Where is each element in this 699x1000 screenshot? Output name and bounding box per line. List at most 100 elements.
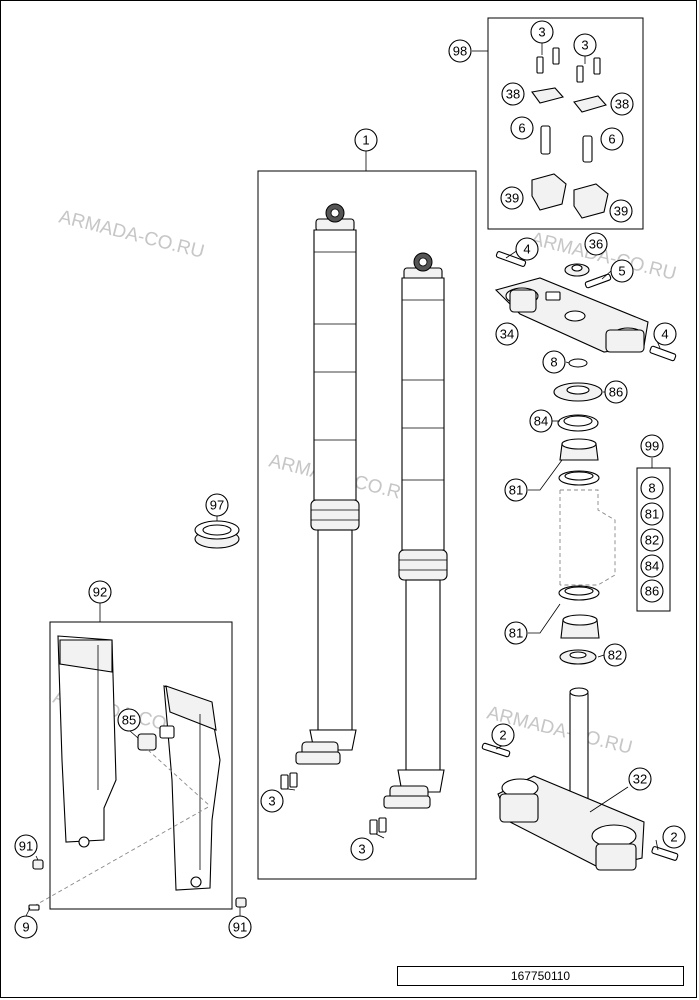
svg-text:84: 84 (534, 414, 548, 429)
callout-3-fork-left: 3 (260, 789, 284, 813)
lower-triple-clamp (497, 687, 645, 871)
group-box-fork-guards (49, 621, 233, 910)
bolt-2-right (651, 846, 679, 861)
fork-leg-left (295, 203, 360, 765)
callout-98: 98 (448, 39, 472, 63)
bearing-81-upper (558, 438, 600, 486)
bearing-81-lower (558, 585, 600, 639)
fork-leg-right (383, 252, 448, 809)
svg-text:3: 3 (268, 794, 275, 809)
svg-text:84: 84 (645, 559, 659, 574)
kit-item-84: 84 (640, 554, 664, 578)
screw-9 (28, 904, 40, 911)
callout-38-a: 38 (501, 82, 525, 106)
svg-text:81: 81 (645, 507, 659, 522)
brake-line-clip-85 (137, 725, 175, 751)
callout-3-clamp-a: 3 (530, 20, 554, 44)
group-box-bearing-kit (636, 467, 671, 612)
svg-text:5: 5 (618, 264, 625, 279)
callout-86: 86 (604, 380, 628, 404)
callout-38-b: 38 (610, 92, 634, 116)
bolt-4-upper (495, 251, 527, 267)
leader-lines (25, 43, 661, 917)
svg-text:98: 98 (453, 44, 467, 59)
callout-4-lower: 4 (653, 322, 677, 346)
handlebar-clamp-parts (531, 47, 609, 219)
svg-text:4: 4 (523, 242, 530, 257)
svg-text:82: 82 (608, 648, 622, 663)
callout-8: 8 (542, 350, 566, 374)
screw-91-left (32, 859, 44, 870)
callout-2-right: 2 (662, 825, 686, 849)
kit-item-82: 82 (640, 528, 664, 552)
screw-91-right (235, 897, 247, 908)
svg-text:34: 34 (500, 327, 514, 342)
svg-text:8: 8 (648, 481, 655, 496)
svg-text:1: 1 (362, 133, 369, 148)
svg-text:4: 4 (661, 327, 668, 342)
bolt-5 (584, 273, 612, 289)
callout-3-fork-right: 3 (350, 837, 374, 861)
bolt-2-left (481, 742, 511, 758)
svg-text:85: 85 (122, 713, 136, 728)
guide-dashed-lines (33, 749, 211, 907)
callout-97: 97 (205, 493, 229, 517)
svg-text:91: 91 (233, 920, 247, 935)
document-number-box: 167750110 (397, 966, 684, 986)
o-ring-8 (568, 358, 588, 368)
callout-5: 5 (610, 259, 634, 283)
document-number: 167750110 (510, 969, 571, 983)
callout-34: 34 (495, 322, 519, 346)
svg-text:39: 39 (505, 191, 519, 206)
callout-81-upper: 81 (504, 478, 528, 502)
steering-head-ghost (559, 489, 616, 586)
callout-32: 32 (628, 767, 652, 791)
svg-text:97: 97 (210, 498, 224, 513)
callout-81-lower: 81 (504, 621, 528, 645)
callout-1: 1 (354, 128, 378, 152)
axle-clamp-bolts-right (369, 817, 387, 835)
kit-item-81: 81 (640, 502, 664, 526)
callout-92: 92 (88, 580, 112, 604)
svg-text:2: 2 (670, 830, 677, 845)
svg-text:86: 86 (645, 584, 659, 599)
callout-99: 99 (640, 434, 664, 458)
group-box-clamp-kit (487, 17, 644, 230)
svg-text:39: 39 (614, 204, 628, 219)
watermark-1: ARMADA-CO.RU (57, 206, 207, 262)
seal-82-lower (559, 649, 597, 665)
svg-text:92: 92 (93, 585, 107, 600)
svg-text:32: 32 (633, 772, 647, 787)
kit-item-86: 86 (640, 579, 664, 603)
callout-91-left: 91 (14, 834, 38, 858)
svg-text:3: 3 (538, 25, 545, 40)
fork-guard-right (163, 685, 221, 891)
callout-6-a: 6 (510, 116, 534, 140)
svg-text:9: 9 (22, 920, 29, 935)
dust-cover-86-top (553, 382, 603, 402)
callout-2-left: 2 (491, 723, 515, 747)
svg-text:6: 6 (608, 132, 615, 147)
callout-85: 85 (117, 708, 141, 732)
svg-text:38: 38 (506, 87, 520, 102)
callout-3-clamp-b: 3 (573, 33, 597, 57)
callout-6-b: 6 (600, 127, 624, 151)
svg-text:36: 36 (589, 237, 603, 252)
svg-text:81: 81 (509, 626, 523, 641)
callout-91-right: 91 (228, 915, 252, 939)
kit-item-8: 8 (640, 476, 664, 500)
callout-84: 84 (529, 409, 553, 433)
svg-text:3: 3 (358, 842, 365, 857)
svg-text:8: 8 (550, 355, 557, 370)
axle-clamp-bolts-left (280, 772, 298, 790)
svg-text:38: 38 (615, 97, 629, 112)
seal-84 (557, 414, 599, 432)
svg-text:91: 91 (19, 839, 33, 854)
svg-text:99: 99 (645, 439, 659, 454)
ring-nut-97 (194, 520, 240, 549)
svg-text:81: 81 (509, 483, 523, 498)
svg-text:2: 2 (499, 728, 506, 743)
svg-text:6: 6 (518, 121, 525, 136)
